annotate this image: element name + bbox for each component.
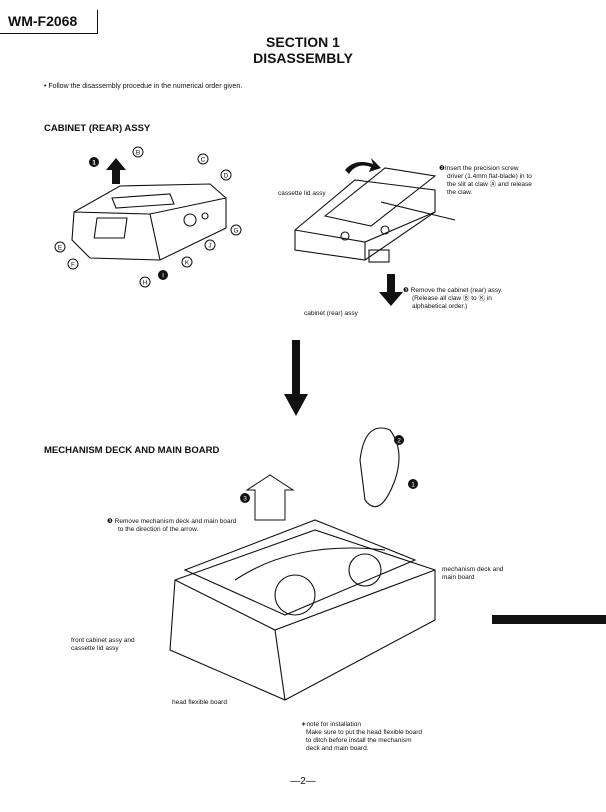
- mech-step3-line1: ❸ Remove mechanism deck and main board: [107, 518, 237, 525]
- install-note-line4: deck and main board.: [306, 745, 369, 752]
- cabinet-rear-illustration: 1 B C D E F G H I J K: [54, 146, 242, 288]
- svg-text:E: E: [58, 245, 63, 252]
- svg-text:H: H: [143, 280, 148, 287]
- svg-text:J: J: [208, 243, 211, 250]
- mech-step3-line2: to the direction of the arrow.: [118, 526, 199, 533]
- mechanism-heading: MECHANISM DECK AND MAIN BOARD: [44, 445, 220, 456]
- page-number: —2—: [290, 776, 316, 787]
- svg-text:G: G: [233, 228, 238, 235]
- step2-line4: the claw.: [447, 189, 473, 196]
- model-tab: WM-F2068: [0, 10, 98, 34]
- svg-text:B: B: [136, 150, 140, 157]
- down-arrow-icon: [284, 340, 308, 416]
- svg-text:1: 1: [411, 482, 415, 489]
- svg-text:I: I: [162, 273, 164, 280]
- svg-text:D: D: [224, 173, 229, 180]
- svg-text:2: 2: [397, 438, 401, 445]
- install-note-line3: to ditch before install the mechanism: [306, 737, 412, 744]
- svg-text:3: 3: [243, 496, 247, 503]
- section-number: SECTION 1: [266, 34, 340, 50]
- step3-line3: alphabetical order.): [412, 303, 468, 310]
- step3-line2: (Release all claw Ⓑ to Ⓚ in: [412, 295, 492, 302]
- step3-line1: ❸ Remove the cabinet (rear) assy.: [403, 287, 503, 294]
- svg-text:K: K: [185, 260, 190, 267]
- deck-label-line1: mechanism deck and: [442, 566, 504, 573]
- front-label-line1: front cabinet assy and: [71, 637, 135, 644]
- intro-note: • Follow the disassembly procedue in the…: [44, 83, 243, 90]
- cabinet-open-illustration: [294, 158, 456, 306]
- cabinet-rear-label: cabinet (rear) assy: [304, 310, 358, 317]
- install-note-line2: Make sure to put the head flexible board: [306, 729, 422, 736]
- step2-line3: the slit at claw Ⓐ and release: [447, 181, 532, 188]
- svg-text:F: F: [71, 262, 75, 269]
- install-note-line1: ∗note for installation: [301, 721, 362, 728]
- svg-text:C: C: [201, 157, 206, 164]
- head-flex-label: head flexible board: [172, 699, 227, 706]
- svg-text:1: 1: [92, 160, 96, 167]
- step2-line2: driver (1.4mm flat-blade) in to: [447, 173, 532, 180]
- cabinet-heading: CABINET (REAR) ASSY: [44, 123, 151, 134]
- step2-line1: ❷Insert the precision screw: [439, 165, 519, 172]
- mechanism-deck-illustration: 3 2 1: [169, 427, 436, 701]
- margin-bar: [492, 615, 606, 624]
- front-label-line2: cassette lid assy: [71, 645, 119, 652]
- cassette-lid-label: cassette lid assy: [278, 190, 326, 197]
- section-title: DISASSEMBLY: [253, 50, 353, 66]
- deck-label-line2: main board: [442, 574, 475, 581]
